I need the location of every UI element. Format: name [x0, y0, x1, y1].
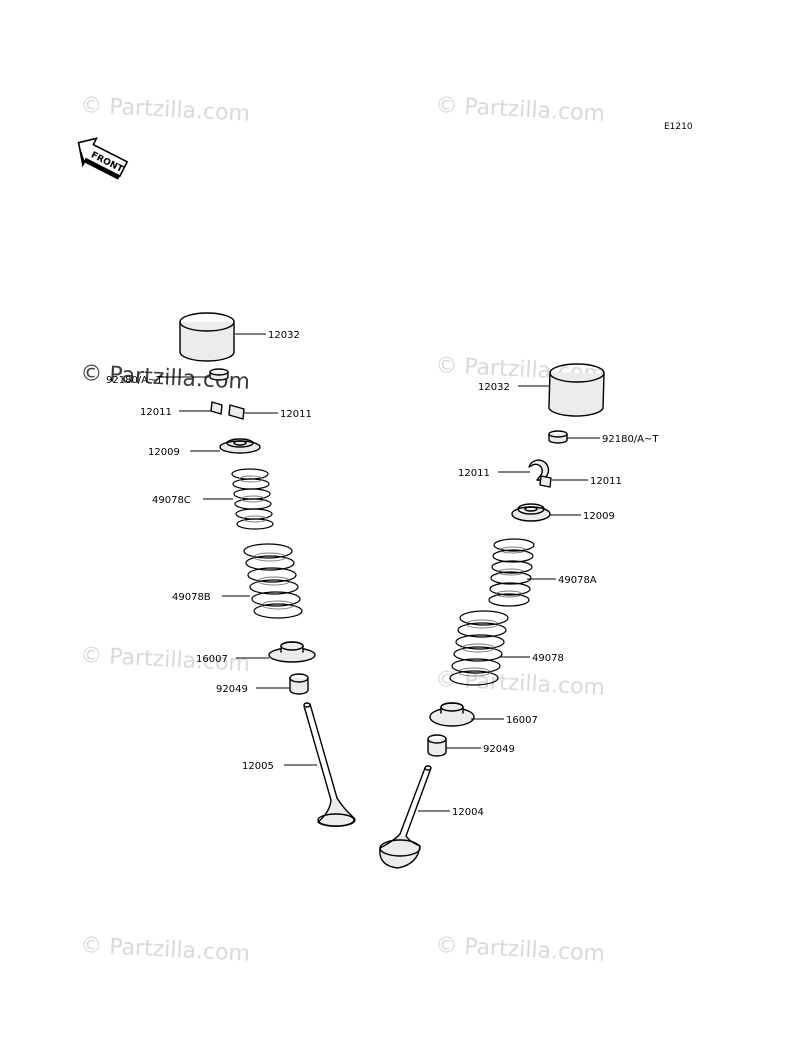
left-spring-seat: [268, 641, 316, 663]
label-left-12011-a: 12011: [140, 407, 172, 418]
label-right-shim: 92180/A~T: [602, 434, 659, 445]
label-right-12011-b: 12011: [590, 476, 622, 487]
left-outer-spring: [243, 543, 303, 619]
right-inner-spring: [488, 538, 535, 607]
label-left-92049: 92049: [216, 684, 248, 695]
label-right-12009: 12009: [583, 511, 615, 522]
left-inner-spring: [231, 468, 274, 530]
label-left-16007: 16007: [196, 654, 228, 665]
watermark-text: © Partzilla.com: [80, 933, 251, 967]
right-stem-seal: [427, 734, 447, 757]
right-outer-spring: [449, 610, 509, 686]
right-bucket-tappet: [548, 363, 605, 417]
left-stem-seal: [289, 673, 309, 695]
label-left-12011-b: 12011: [280, 409, 312, 420]
left-valve-assembly: 12032 92180/A~T 12011 12011 12009: [106, 312, 356, 828]
watermark-text: © Partzilla.com: [80, 93, 251, 127]
label-left-49078c: 49078C: [152, 495, 191, 506]
label-right-49078: 49078: [532, 653, 564, 664]
watermark-text: © Partzilla.com: [435, 933, 606, 967]
right-spring-retainer: [511, 503, 551, 522]
label-left-49078b: 49078B: [172, 592, 211, 603]
watermark-layer: © Partzilla.com © Partzilla.com © Partzi…: [80, 93, 606, 967]
right-valve-keepers: [528, 459, 552, 488]
label-right-16007: 16007: [506, 715, 538, 726]
label-left-12032: 12032: [268, 330, 300, 341]
label-right-12032: 12032: [478, 382, 510, 393]
right-shim: [548, 430, 568, 444]
right-spring-seat: [429, 702, 475, 727]
label-right-12004: 12004: [452, 807, 484, 818]
label-left-12009: 12009: [148, 447, 180, 458]
label-left-shim: 92180/A~T: [106, 375, 163, 386]
watermark-text: © Partzilla.com: [435, 93, 606, 127]
diagram-code: E1210: [664, 122, 693, 132]
label-right-49078a: 49078A: [558, 575, 597, 586]
right-intake-valve: [379, 765, 432, 869]
left-valve-keepers: [210, 401, 245, 420]
left-exhaust-valve: [303, 702, 356, 828]
left-shim: [209, 368, 229, 381]
label-left-12005: 12005: [242, 761, 274, 772]
right-valve-assembly: 12032 92180/A~T 12011 12011 12009: [379, 363, 659, 869]
front-arrow-icon: FRONT: [77, 137, 129, 180]
label-right-12011-a: 12011: [458, 468, 490, 479]
left-spring-retainer: [219, 438, 261, 454]
left-bucket-tappet: [179, 312, 235, 362]
label-right-92049: 92049: [483, 744, 515, 755]
